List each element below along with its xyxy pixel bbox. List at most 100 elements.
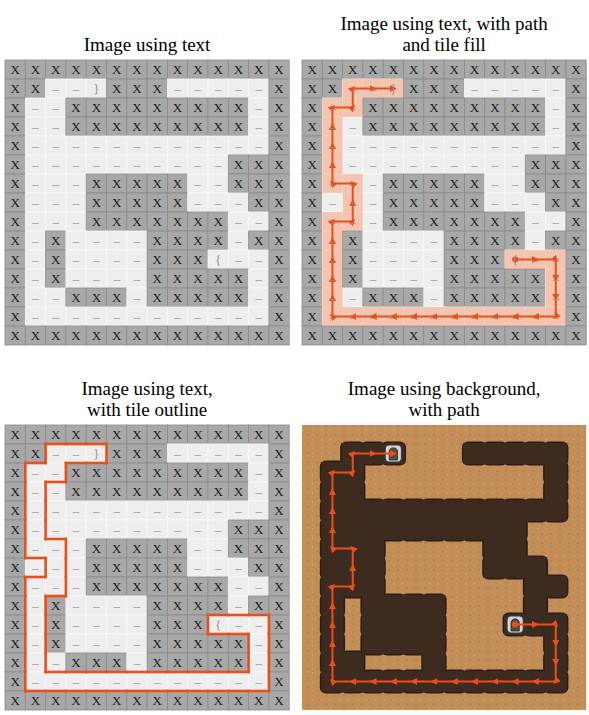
tile-outline (228, 690, 248, 693)
wall-tile (107, 326, 127, 345)
floor-tile (208, 444, 228, 463)
floor-tile (107, 250, 127, 269)
tile-character: – (404, 250, 424, 269)
tile-character: – (86, 269, 106, 288)
tile-character: – (66, 672, 86, 691)
wall-tile (86, 691, 106, 710)
tile-character: – (25, 615, 45, 634)
tile-character: – (86, 250, 106, 269)
wall-tile (127, 212, 147, 231)
wall-tile (363, 98, 383, 117)
wall-tile (107, 444, 127, 463)
tile-outline (44, 444, 47, 463)
wall-tile (249, 326, 269, 345)
tile-character: – (66, 634, 86, 653)
tile-character: X (404, 117, 424, 136)
tile-character: X (86, 174, 106, 193)
wall-tile (525, 174, 545, 193)
tile-character: – (25, 634, 45, 653)
floor-tile (464, 155, 484, 174)
wall-tile (485, 288, 505, 307)
cave-floor (545, 576, 567, 597)
tile-character: X (208, 596, 228, 615)
tile-character: – (46, 136, 66, 155)
tile-character: – (383, 250, 403, 269)
tile-character: X (464, 60, 484, 79)
wall-tile (302, 231, 322, 250)
wall-tile (127, 425, 147, 444)
tile-character: – (228, 577, 248, 596)
tile-character: – (322, 288, 342, 307)
wall-tile (188, 691, 208, 710)
floor-tile (86, 155, 106, 174)
wall-tile (188, 117, 208, 136)
tile-character: – (208, 155, 228, 174)
wall-tile (208, 269, 228, 288)
tile-character: – (25, 672, 45, 691)
cave-rim (401, 518, 426, 542)
wall-tile (5, 634, 25, 653)
tile-character: X (127, 212, 147, 231)
floor-tile (167, 136, 187, 155)
cave-floor (362, 557, 384, 578)
tile-character: X (127, 558, 147, 577)
tile-character: – (249, 444, 269, 463)
wall-tile (302, 155, 322, 174)
wall-tile (5, 501, 25, 520)
tile-character: X (444, 288, 464, 307)
tile-character: X (127, 577, 147, 596)
wall-tile (269, 231, 289, 250)
tile-character: – (363, 212, 383, 231)
tile-character: X (188, 269, 208, 288)
tile-character: X (566, 212, 586, 231)
tile-character: – (322, 136, 342, 155)
tile-character: – (444, 155, 464, 174)
wall-tile (505, 326, 525, 345)
tile-character: – (208, 501, 228, 520)
tile-character: X (5, 672, 25, 691)
wall-tile (107, 212, 127, 231)
tile-character: X (66, 326, 86, 345)
tile-character: X (167, 615, 187, 634)
tile-character: – (86, 155, 106, 174)
tile-character: X (269, 231, 289, 250)
tile-character: – (343, 174, 363, 193)
wall-tile (343, 231, 363, 250)
cave-rim (340, 651, 365, 675)
tile-character: X (566, 193, 586, 212)
tile-character: X (188, 288, 208, 307)
wall-tile (269, 136, 289, 155)
tile-character: – (363, 193, 383, 212)
path-tile-fill (322, 269, 342, 288)
wall-tile (269, 79, 289, 98)
tile-character: – (188, 444, 208, 463)
panel-heading: Image using text (47, 34, 247, 55)
wall-tile (167, 577, 187, 596)
tile-character: X (147, 288, 167, 307)
wall-tile (424, 212, 444, 231)
tile-character: X (127, 117, 147, 136)
tile-character: X (147, 539, 167, 558)
tile-outline (24, 672, 27, 691)
tile-character: – (322, 250, 342, 269)
wall-tile (127, 539, 147, 558)
tile-character: } (383, 79, 403, 98)
tile-character: X (249, 155, 269, 174)
tile-character: X (302, 193, 322, 212)
floor-tile (228, 672, 248, 691)
tile-character: – (343, 307, 363, 326)
tile-character: X (167, 60, 187, 79)
floor-tile (66, 231, 86, 250)
tile-character: X (5, 558, 25, 577)
wall-tile (46, 60, 66, 79)
floor-tile (147, 520, 167, 539)
tile-character: – (464, 307, 484, 326)
tile-character: – (363, 307, 383, 326)
tile-character: – (343, 117, 363, 136)
tile-outline (24, 501, 27, 520)
tile-character: X (5, 250, 25, 269)
tile-character: X (5, 691, 25, 710)
tile-character: X (127, 425, 147, 444)
tile-character: X (485, 326, 505, 345)
tile-character: X (86, 482, 106, 501)
